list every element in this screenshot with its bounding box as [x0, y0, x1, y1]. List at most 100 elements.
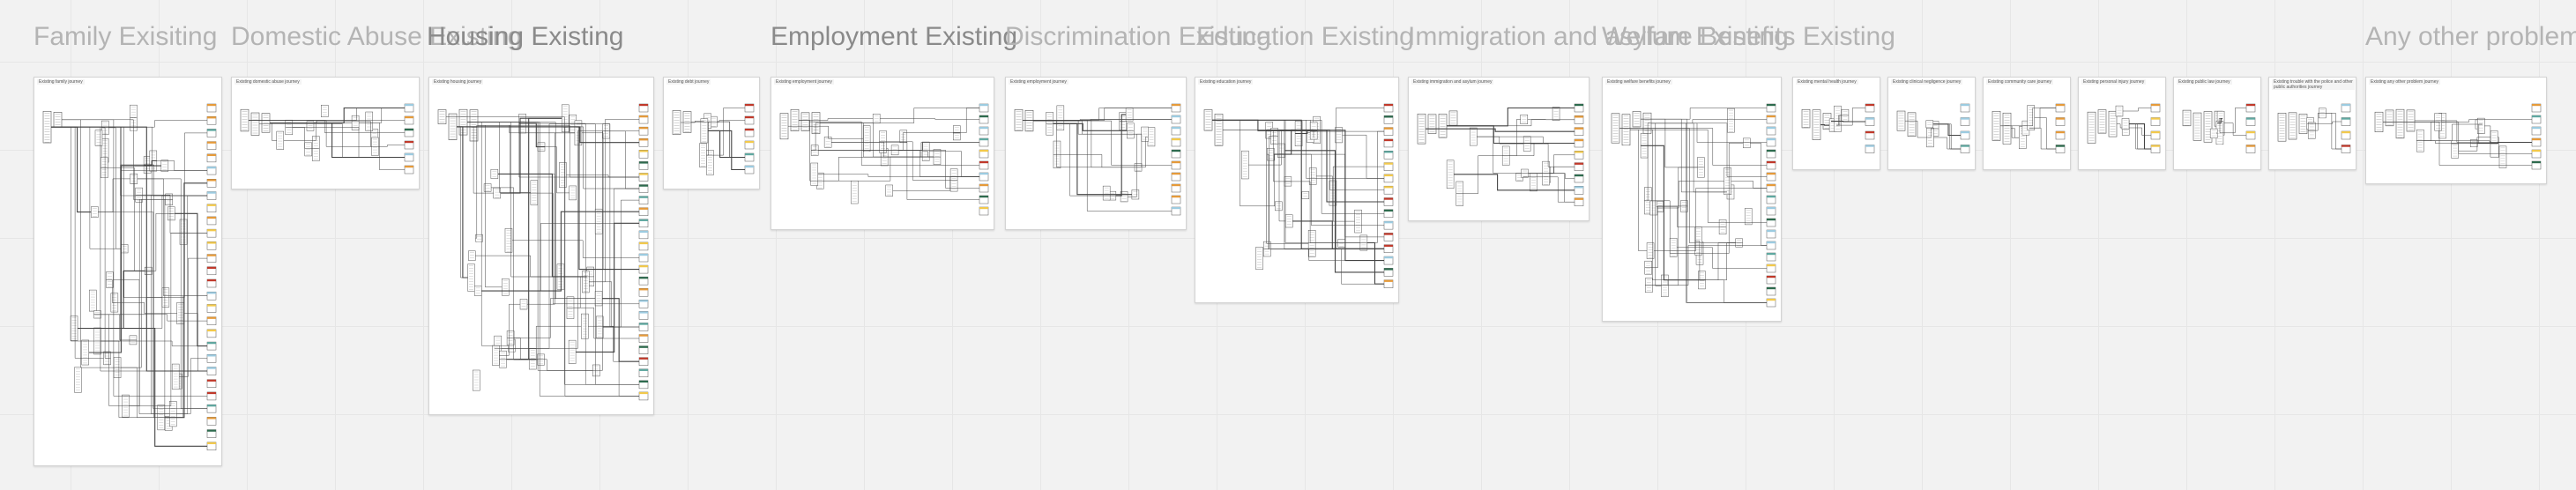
- flow-connector: [457, 126, 639, 271]
- flow-connector: [292, 127, 405, 158]
- board-public-law[interactable]: Existing public law journey: [2173, 77, 2261, 170]
- flow-connector: [2326, 113, 2341, 150]
- flow-connector: [817, 174, 979, 177]
- board-title-personal-injury: Existing personal injury journey: [2081, 79, 2147, 85]
- step-node: [130, 173, 138, 184]
- step-node: [700, 118, 709, 144]
- outcome-swatch: [639, 334, 648, 337]
- outcome-swatch: [207, 116, 216, 119]
- flow-connector: [101, 340, 207, 346]
- outcome-swatch: [2341, 145, 2350, 147]
- flow-connector: [1366, 241, 1384, 285]
- outcome-swatch: [207, 104, 216, 107]
- flow-connector: [506, 325, 582, 360]
- flow-connector: [2416, 140, 2478, 144]
- board-discrimination[interactable]: Existing employment journey: [1005, 77, 1187, 230]
- outcome-swatch: [639, 323, 648, 325]
- flow-connector: [2423, 122, 2435, 141]
- start-node: [2385, 109, 2394, 127]
- flow-connector: [581, 132, 639, 270]
- step-node: [490, 168, 499, 179]
- flow-connector: [788, 125, 864, 139]
- flow-connector: [2117, 123, 2123, 129]
- outcome-swatch: [979, 196, 988, 198]
- flow-connector: [1270, 249, 1384, 285]
- flow-connector: [365, 121, 379, 147]
- outcome-swatch: [2151, 117, 2160, 120]
- journey-flow-diagram: [779, 103, 989, 216]
- journey-flow-diagram: [672, 103, 755, 175]
- outcome-swatch: [1961, 145, 1969, 147]
- board-any-other[interactable]: Existing any other problem journey: [2365, 77, 2547, 184]
- outcome-swatch: [207, 167, 216, 169]
- outcome-swatch: [639, 104, 648, 107]
- outcome-swatch: [2341, 104, 2350, 107]
- board-debt[interactable]: Existing debt journey: [663, 77, 760, 189]
- flow-connector: [1212, 119, 1384, 249]
- outcome-swatch: [1961, 131, 1969, 134]
- step-node: [160, 160, 169, 172]
- flow-connector: [88, 165, 161, 353]
- outcome-swatch: [979, 138, 988, 141]
- outcome-swatch: [1575, 197, 1583, 200]
- board-immigration[interactable]: Existing immigration and asylum journey: [1408, 77, 1590, 221]
- step-node: [1743, 137, 1751, 149]
- step-node: [810, 162, 819, 186]
- outcome-swatch: [1172, 127, 1180, 130]
- outcome-swatch: [207, 405, 216, 407]
- board-family[interactable]: Existing family journey: [34, 77, 222, 466]
- step-node: [1335, 127, 1343, 144]
- outcome-swatch: [1384, 104, 1393, 107]
- board-housing[interactable]: Existing housing journey: [428, 77, 654, 415]
- outcome-swatch: [979, 104, 988, 107]
- section-title-housing: Housing Existing: [427, 22, 624, 51]
- flow-connector: [707, 130, 745, 159]
- outcome-swatch: [639, 311, 648, 314]
- step-node: [1661, 274, 1669, 297]
- board-community-care[interactable]: Existing community care journey: [1983, 77, 2071, 170]
- board-welfare[interactable]: Existing welfare benefits journey: [1602, 77, 1782, 322]
- board-mental-health[interactable]: Existing mental health journey: [1792, 77, 1880, 170]
- outcome-swatch: [1961, 104, 1969, 107]
- flow-connector: [1342, 134, 1384, 179]
- flow-connector: [1652, 245, 1767, 286]
- flow-connector: [1641, 118, 1727, 193]
- outcome-swatch: [1384, 268, 1393, 271]
- outcome-swatch: [639, 219, 648, 221]
- step-node: [483, 183, 492, 192]
- flow-connector: [51, 120, 207, 128]
- step-node: [2490, 130, 2498, 145]
- flow-connector: [164, 295, 207, 418]
- flow-connector: [518, 122, 545, 148]
- step-node: [872, 114, 881, 124]
- flow-connector: [1644, 205, 1688, 268]
- start-node: [2097, 109, 2107, 134]
- flow-connector: [1630, 129, 1767, 223]
- outcome-swatch: [405, 104, 413, 107]
- flow-connector: [106, 279, 118, 303]
- start-node: [2087, 111, 2096, 144]
- outcome-swatch: [207, 292, 216, 294]
- flow-connector: [457, 126, 468, 278]
- board-title-family: Existing family journey: [37, 79, 85, 85]
- board-trouble-with-police[interactable]: Existing trouble with the police and oth…: [2268, 77, 2356, 170]
- outcome-swatch: [639, 150, 648, 152]
- outcome-swatch: [1384, 138, 1393, 142]
- board-clinical-negligence[interactable]: Existing clinical negligence journey: [1887, 77, 1976, 170]
- outcome-swatch: [2532, 150, 2541, 152]
- outcome-swatch: [979, 161, 988, 164]
- step-node: [1925, 120, 1934, 129]
- flow-connector: [2123, 108, 2151, 112]
- start-node: [53, 112, 63, 128]
- flow-connector: [1316, 175, 1355, 222]
- section-title-immigration: Immigration and asylum Existing: [1408, 22, 1789, 51]
- board-personal-injury[interactable]: Existing personal injury journey: [2078, 77, 2166, 170]
- step-node: [1147, 127, 1156, 147]
- section-title-welfare: Welfare Benefits Existing: [1602, 22, 1895, 51]
- board-education[interactable]: Existing education journey: [1195, 77, 1399, 303]
- outcome-swatch: [207, 141, 216, 144]
- flow-connector: [51, 126, 207, 372]
- board-employment[interactable]: Existing employment journey: [771, 77, 994, 230]
- flow-connector: [98, 212, 207, 409]
- board-domestic-abuse[interactable]: Existing domestic abuse journey: [231, 77, 420, 189]
